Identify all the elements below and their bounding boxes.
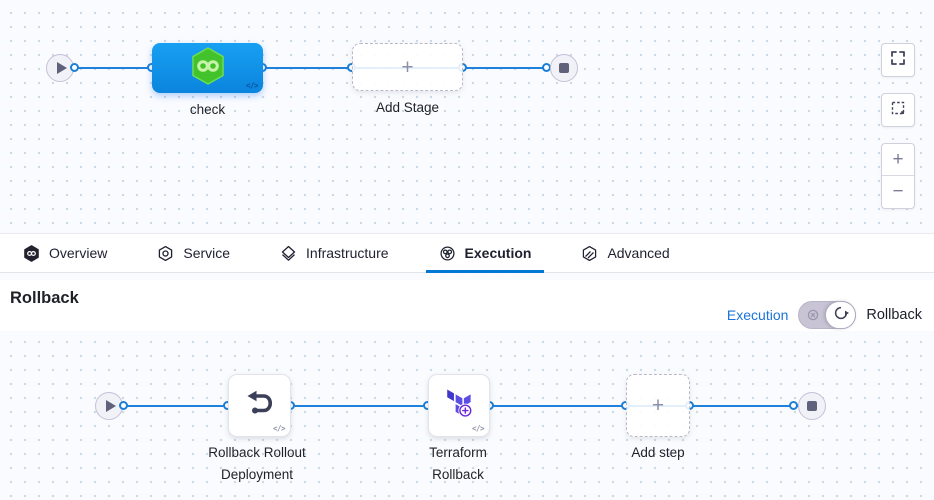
toggle-thumb xyxy=(825,301,857,329)
stage-label: check xyxy=(189,102,226,117)
rollback-toggle-label: Rollback xyxy=(866,307,922,323)
fullscreen-button[interactable] xyxy=(881,43,915,77)
tab-label: Service xyxy=(183,245,231,261)
tab-label: Execution xyxy=(464,245,532,261)
tab-execution[interactable]: Execution xyxy=(425,234,545,273)
execution-link[interactable]: Execution xyxy=(726,307,789,323)
yaml-code-glyph: </> xyxy=(272,424,286,433)
stage-node-check[interactable]: </> xyxy=(152,43,263,93)
tab-label: Overview xyxy=(49,245,108,261)
marquee-select-button[interactable] xyxy=(881,93,915,127)
stage-connector-line xyxy=(60,67,564,69)
add-stage-button[interactable]: + xyxy=(352,43,463,91)
tab-overview[interactable]: Overview xyxy=(10,234,120,272)
rollback-end-node[interactable] xyxy=(798,392,826,420)
advanced-icon xyxy=(581,245,598,262)
step-node-terraform-rollback[interactable]: </> xyxy=(428,374,490,437)
plus-icon: + xyxy=(401,55,414,79)
stage-canvas[interactable]: </> check + Add Stage xyxy=(0,0,934,233)
section-title: Rollback xyxy=(10,289,79,307)
stage-config-tabs: Overview Service Infrastructure xyxy=(0,233,934,273)
execution-icon xyxy=(439,245,456,262)
yaml-code-glyph: </> xyxy=(245,81,259,90)
execution-toggle-icon xyxy=(806,308,820,327)
fullscreen-icon xyxy=(890,50,906,71)
pipeline-end-node[interactable] xyxy=(550,54,578,82)
infrastructure-icon xyxy=(280,245,297,262)
stop-icon xyxy=(559,63,569,73)
zoom-out-icon: − xyxy=(892,181,904,202)
step-label: Terraform Rollback xyxy=(429,445,487,482)
terraform-icon xyxy=(444,387,474,424)
harness-logo-icon xyxy=(23,244,40,262)
connector-port xyxy=(70,63,79,72)
zoom-in-button[interactable]: + xyxy=(882,144,914,176)
rollback-toggle-icon xyxy=(833,305,849,326)
play-icon xyxy=(105,400,116,412)
service-icon xyxy=(157,245,174,262)
tab-label: Infrastructure xyxy=(306,245,389,261)
add-step-button[interactable]: + xyxy=(626,374,690,437)
rollback-start-node[interactable] xyxy=(95,392,123,420)
harness-stage-icon xyxy=(190,46,226,91)
execution-rollback-toggle[interactable] xyxy=(798,301,857,329)
tab-service[interactable]: Service xyxy=(144,234,243,272)
connector-port xyxy=(119,401,128,410)
execution-rollback-switcher: Execution xyxy=(727,301,922,329)
marquee-select-icon xyxy=(890,100,906,121)
stop-icon xyxy=(807,401,817,411)
plus-icon: + xyxy=(651,394,665,417)
tab-advanced[interactable]: Advanced xyxy=(568,234,682,272)
canvas-controls: + − xyxy=(881,43,915,209)
add-stage-label: Add Stage xyxy=(375,100,440,115)
tab-label: Advanced xyxy=(607,245,670,261)
zoom-controls: + − xyxy=(881,143,915,209)
rollback-step-icon xyxy=(244,387,276,424)
step-node-rollback-rollout-deployment[interactable]: </> xyxy=(228,374,291,437)
add-step-label: Add step xyxy=(631,445,685,460)
zoom-in-icon: + xyxy=(892,148,904,170)
step-label: Rollback Rollout Deployment xyxy=(208,445,306,482)
pipeline-start-node[interactable] xyxy=(46,54,74,82)
zoom-out-button[interactable]: − xyxy=(882,176,914,208)
rollback-header: Rollback Execution xyxy=(0,280,934,331)
yaml-code-glyph: </> xyxy=(471,424,485,433)
tab-infrastructure[interactable]: Infrastructure xyxy=(267,234,401,272)
rollback-canvas[interactable]: Rollback Execution xyxy=(0,273,934,500)
play-icon xyxy=(56,62,67,74)
connector-port xyxy=(789,401,798,410)
